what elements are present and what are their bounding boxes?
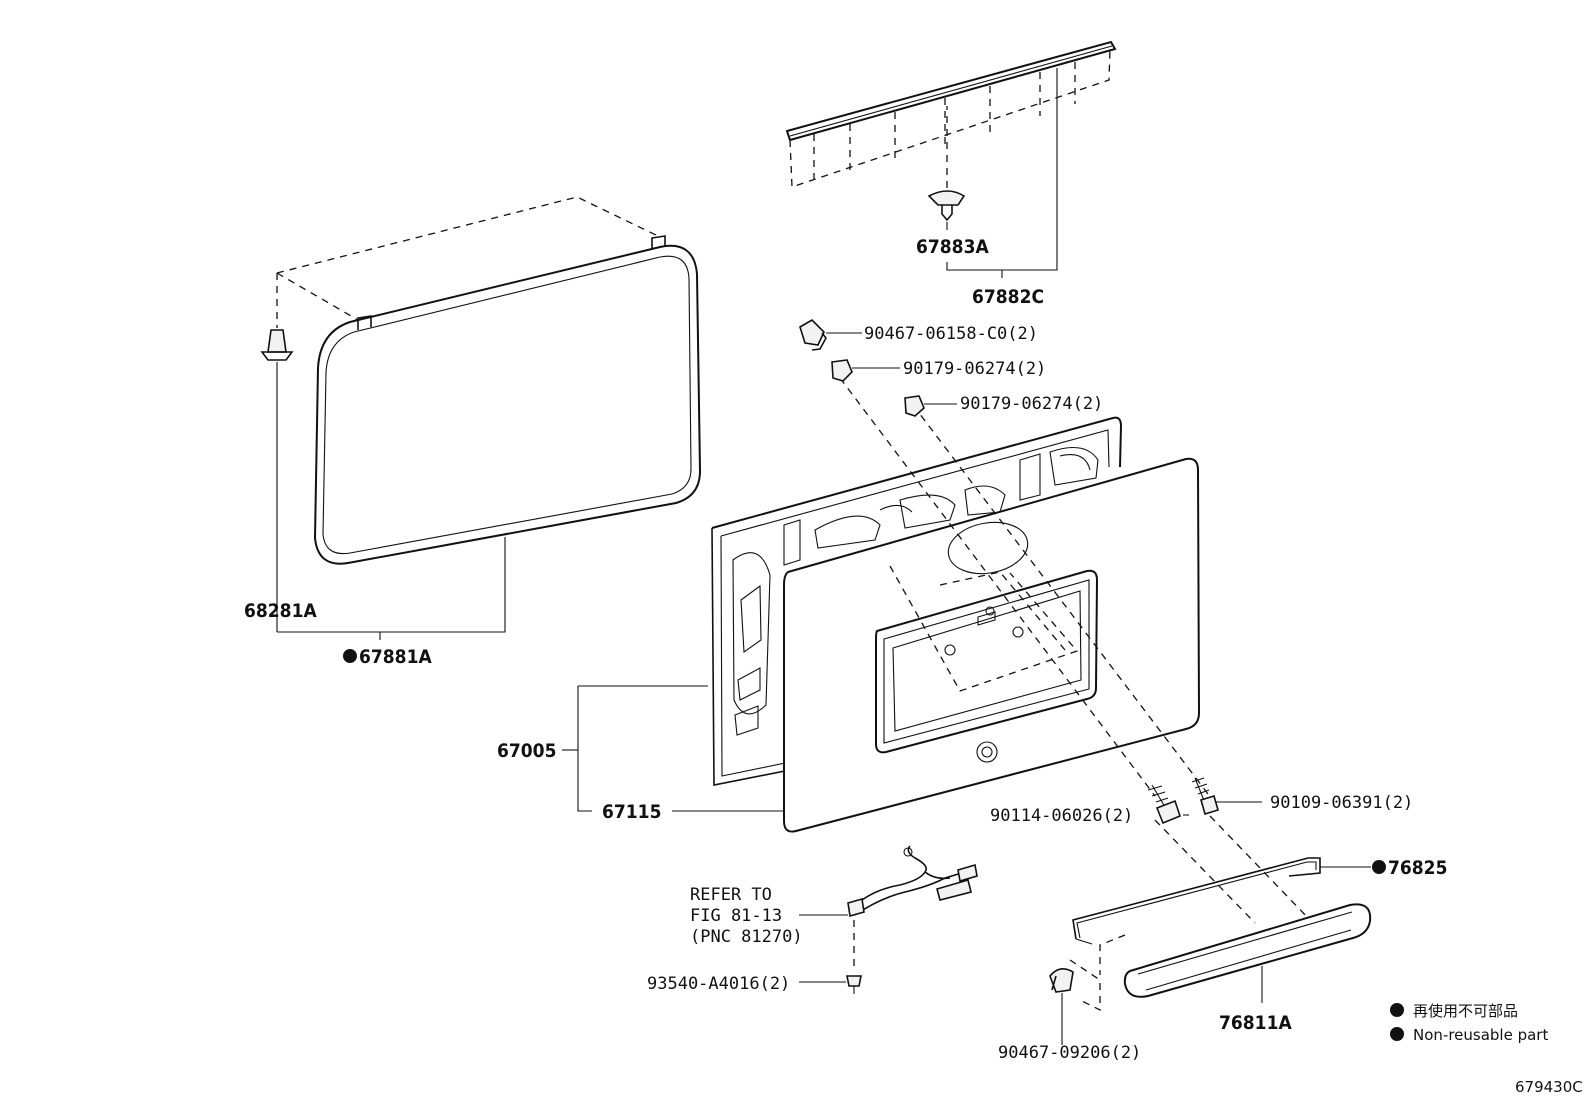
back-door-molding <box>785 40 1117 188</box>
label-67881A: 67881A <box>359 646 432 668</box>
label-67005: 67005 <box>497 740 556 762</box>
label-67115: 67115 <box>602 801 661 823</box>
weatherstrip-clip <box>260 329 294 632</box>
label-90114-06026: 90114-06026(2) <box>990 806 1133 826</box>
label-67882C: 67882C <box>972 286 1044 308</box>
non-reusable-marker-67881A <box>343 649 357 663</box>
label-refer-line1: REFER TO <box>690 885 772 905</box>
screw-90109 <box>1191 777 1262 816</box>
legend: 再使用不可部品 Non-reusable part <box>1390 1002 1548 1044</box>
label-68281A: 68281A <box>244 600 317 622</box>
legend-dot-ja <box>1390 1003 1404 1017</box>
back-door-panel <box>711 416 1123 786</box>
back-door-handle <box>1123 903 1372 1003</box>
molding-clip <box>927 106 966 222</box>
figure-id: 679430C <box>1515 1078 1583 1096</box>
license-lamp-harness <box>799 845 978 970</box>
clip-90467-09206 <box>1049 968 1074 1045</box>
label-90467-06158: 90467-06158-C0(2) <box>864 324 1038 344</box>
clip-90467-06158 <box>799 318 862 351</box>
label-90179-06274-b: 90179-06274(2) <box>960 394 1103 414</box>
label-67883A: 67883A <box>916 236 989 258</box>
handle-spring <box>1072 857 1371 945</box>
label-90109-06391: 90109-06391(2) <box>1270 793 1413 813</box>
assembly-guide-lines <box>839 377 1311 1012</box>
screw-93540 <box>799 975 862 994</box>
door-trim-board <box>783 457 1201 833</box>
screw-90114 <box>1147 784 1189 825</box>
label-refer-line3: (PNC 81270) <box>690 927 803 947</box>
label-76811A: 76811A <box>1219 1012 1292 1034</box>
nut-90179-b <box>904 395 957 417</box>
label-93540-A4016: 93540-A4016(2) <box>647 974 790 994</box>
label-90179-06274-a: 90179-06274(2) <box>903 359 1046 379</box>
nut-90179-a <box>831 359 900 382</box>
label-refer-line2: FIG 81-13 <box>690 906 782 926</box>
glass-weatherstrip <box>276 196 702 565</box>
legend-dot-en <box>1390 1027 1404 1041</box>
non-reusable-marker-76825 <box>1372 860 1386 874</box>
legend-text-en: Non-reusable part <box>1413 1026 1548 1044</box>
label-76825: 76825 <box>1388 857 1447 879</box>
label-90467-09206: 90467-09206(2) <box>998 1043 1141 1063</box>
legend-text-ja: 再使用不可部品 <box>1413 1002 1518 1020</box>
